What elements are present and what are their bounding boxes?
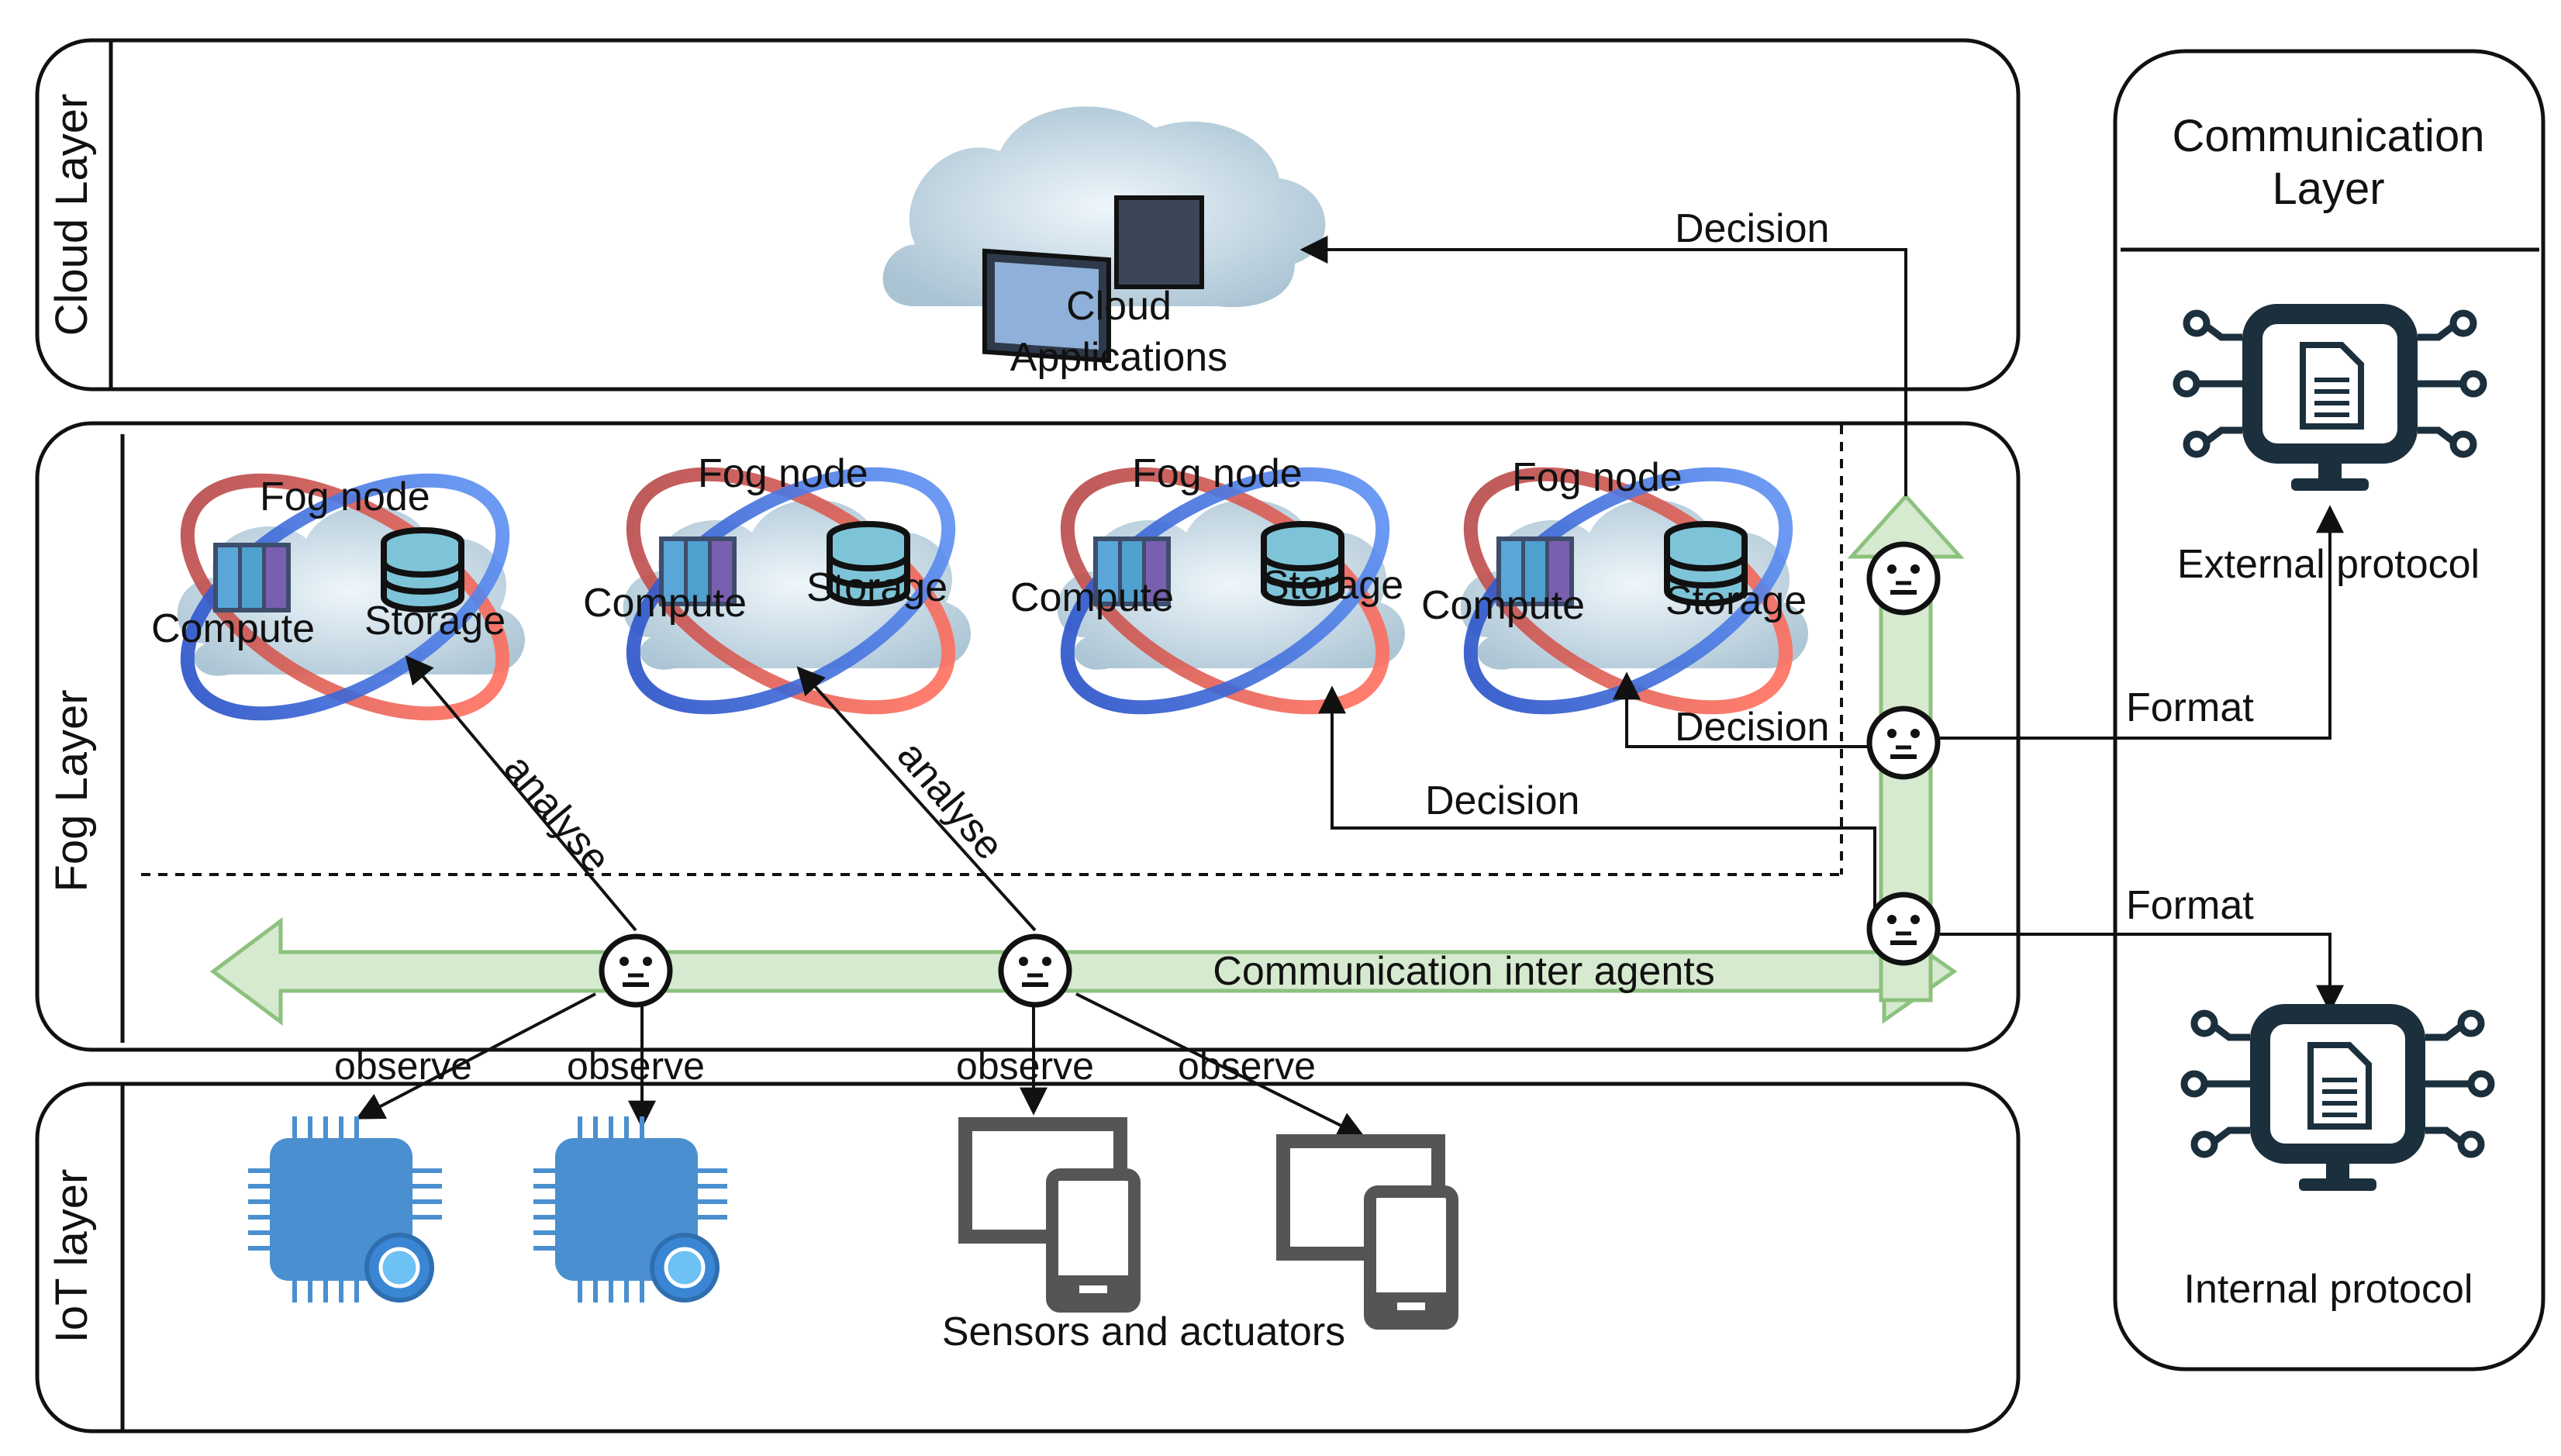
edge-label-observe-1: observe [334,1044,472,1088]
fog-node-1: Fog node Compute Storage [150,433,541,761]
agent-icon [1869,544,1938,612]
agent-icon [602,937,670,1005]
edge-label-format-internal: Format [2126,883,2254,928]
fog-node-title: Fog node [1512,455,1683,500]
agent-icon [1869,895,1938,963]
external-protocol-label: External protocol [2177,542,2480,587]
fog-node-3: Fog node Compute Storage [1010,426,1420,755]
devices-icon [1283,1141,1452,1323]
devices-icon [965,1124,1134,1306]
fog-node-storage: Storage [1665,578,1807,623]
edge-label-decision-node3: Decision [1425,778,1579,823]
communication-arrow: Communication inter agents [209,917,1958,1026]
edge-label-observe-2: observe [567,1044,705,1088]
edge-label-analyse-2: analyse [889,733,1013,868]
communication-label: Communication inter agents [1213,949,1714,994]
internal-protocol: Internal protocol [2184,1013,2491,1312]
edge-label-decision-node4: Decision [1675,705,1829,750]
edge-label-observe-4: observe [1178,1044,1316,1088]
fog-node-4: Fog node Compute Storage [1421,426,1824,755]
iot-layer-title: IoT layer [47,1169,97,1344]
fog-node-compute: Compute [1421,583,1585,628]
edge-label-format-external: Format [2126,685,2254,730]
fog-node-region [141,425,1843,876]
communication-layer: Communication Layer [2113,49,2545,1371]
edge-label-decision-cloud: Decision [1675,206,1829,251]
fog-node-title: Fog node [260,474,430,519]
communication-layer-title: Communication [2173,111,2485,161]
fog-node-storage: Storage [364,599,506,643]
cloud-layer-title: Cloud Layer [47,94,97,336]
fog-node-compute: Compute [151,606,315,651]
chip-icon [248,1116,442,1302]
agent-icon [1869,709,1938,777]
fog-layer-title: Fog Layer [47,689,97,892]
fog-node-compute: Compute [583,581,747,626]
communication-layer-title-2: Layer [2272,164,2384,214]
iot-layer: IoT layer [35,1082,2021,1434]
fog-node-2: Fog node Compute Storage [583,426,986,755]
fog-node-compute: Compute [1010,575,1174,620]
protocol-icon [2176,313,2483,491]
edge-label-observe-3: observe [956,1044,1094,1088]
cloud-app-label: Cloud [1066,284,1172,329]
fog-node-storage: Storage [806,565,947,610]
chip-icon [533,1116,727,1302]
agent-icon [1001,937,1069,1005]
cloud-app-label-2: Applications [1010,335,1227,380]
cloud-applications: Cloud Applications [882,106,1326,380]
protocol-icon [2184,1013,2491,1191]
fog-node-storage: Storage [1262,563,1403,608]
fog-node-title: Fog node [1132,451,1303,496]
connectors [355,236,2344,1138]
sensors-label: Sensors and actuators [942,1309,1345,1354]
fog-node-title: Fog node [698,451,868,496]
external-protocol: External protocol [2176,313,2483,587]
internal-protocol-label: Internal protocol [2184,1267,2473,1312]
cloud-layer: Cloud Layer [35,38,2021,392]
edge-label-analyse-1: analyse [495,746,620,882]
